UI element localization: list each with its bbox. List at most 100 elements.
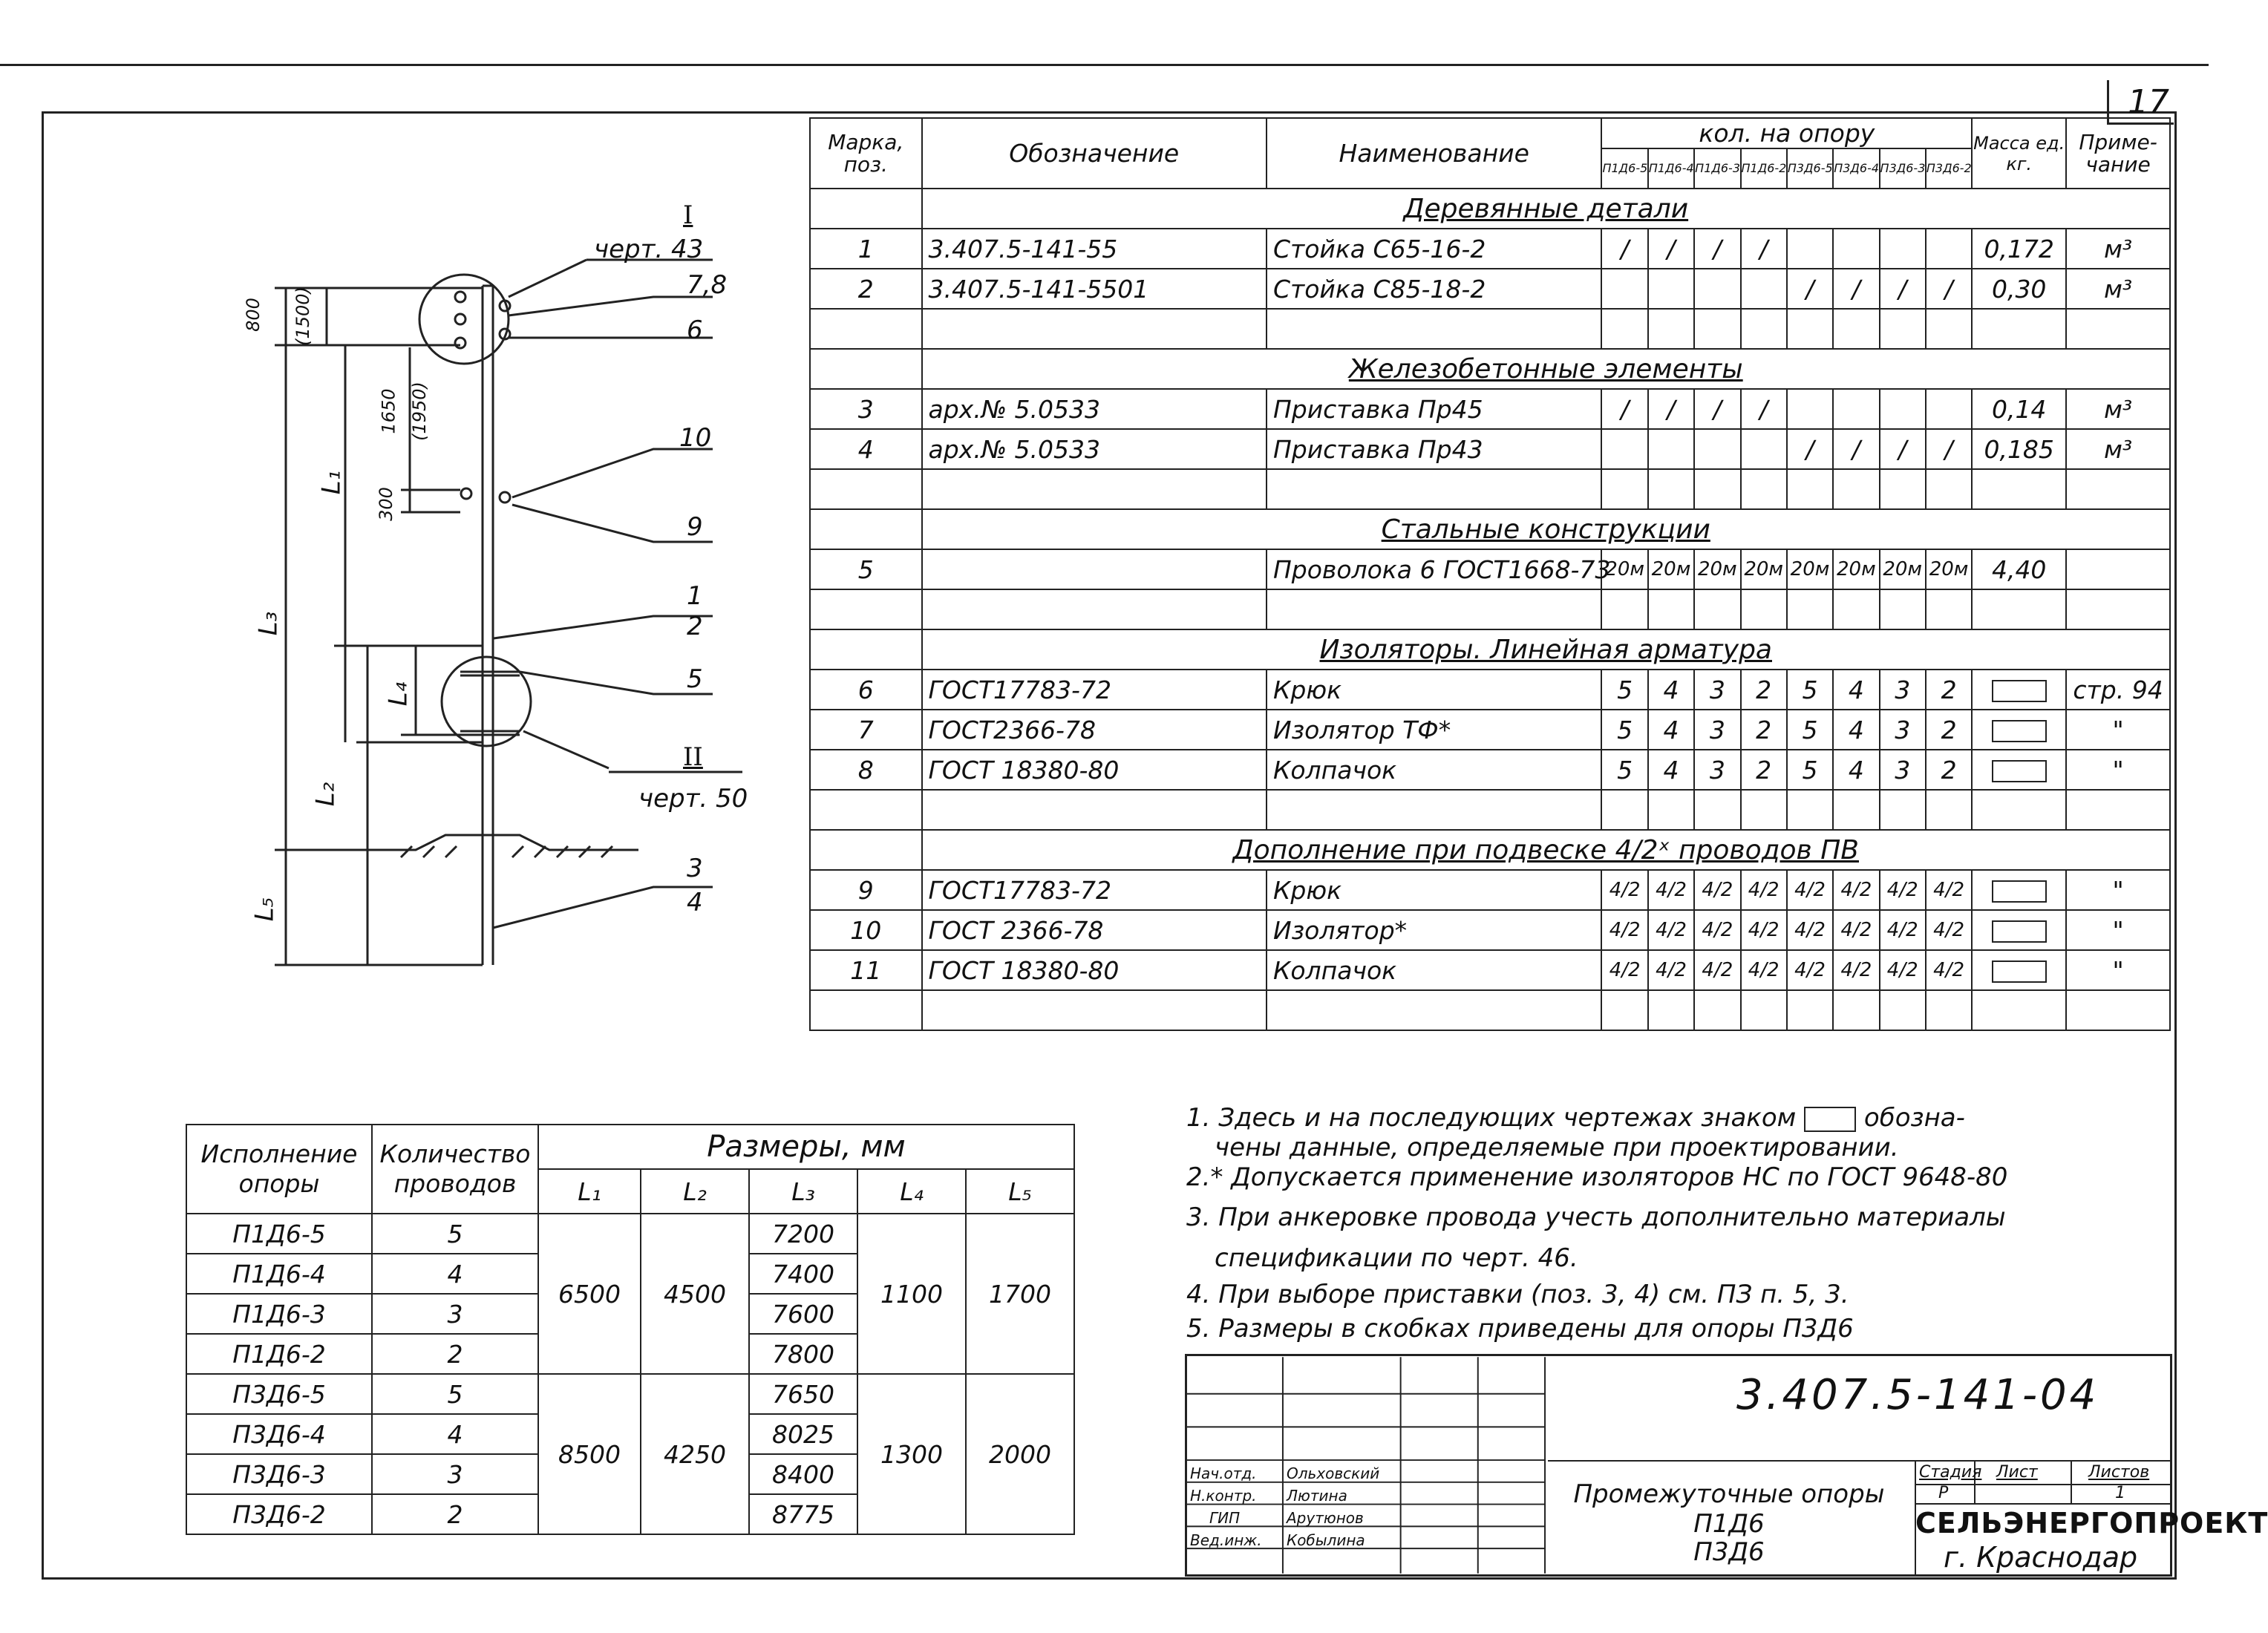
blank-cell: [1878, 789, 1927, 831]
spec-qty: 20м: [1739, 549, 1788, 590]
title-block-rule: [1548, 1460, 2170, 1462]
dims-count: 5: [371, 1213, 539, 1254]
sheet-label: Лист: [1996, 1463, 2038, 1482]
spec-qty: [1601, 268, 1649, 310]
blank-cell: [1739, 589, 1788, 630]
dims-l5: 2000: [965, 1373, 1075, 1535]
spec-qty: /: [1601, 228, 1649, 269]
spacer-row: [809, 589, 2171, 630]
spacer-row: [809, 989, 2171, 1031]
specification-table: Марка, поз. Обозначение Наименование кол…: [809, 117, 2171, 1031]
spec-qty: [1878, 228, 1927, 269]
section-pos-cell: [809, 829, 923, 871]
spec-qty: /: [1647, 228, 1696, 269]
spec-qty: 4/2: [1785, 909, 1834, 951]
blank-cell: [1601, 308, 1649, 350]
blank-cell: [1739, 468, 1788, 510]
spec-qty: 4: [1832, 669, 1880, 710]
blank-cell: [1785, 789, 1834, 831]
dim-L1: L₁: [316, 470, 347, 495]
spec-mass: 0,14: [1971, 388, 2068, 430]
blank-cell: [921, 468, 1267, 510]
dim-800: 800: [242, 298, 264, 332]
spec-qty: 3: [1693, 669, 1742, 710]
blank-cell: [1971, 589, 2068, 630]
dim-1500: (1500): [292, 287, 313, 346]
blank-cell: [2065, 308, 2171, 350]
spec-qty: 4/2: [1601, 909, 1649, 951]
spec-qty: 20м: [1785, 549, 1834, 590]
dims-header-sizes: Размеры, мм: [537, 1124, 1075, 1170]
blank-cell: [1647, 589, 1696, 630]
spec-qty: 5: [1601, 749, 1649, 791]
blank-cell: [2065, 789, 2171, 831]
spec-qty: 20м: [1878, 549, 1927, 590]
spec-qty: 4/2: [1601, 869, 1649, 911]
header-support-7: П3Д6-2: [1924, 148, 1973, 189]
spec-qty: [1601, 428, 1649, 470]
note-1-cont: чены данные, определяемые при проектиров…: [1215, 1133, 1899, 1162]
dim-L3: L₃: [253, 611, 284, 636]
dims-l3: 7200: [748, 1213, 858, 1254]
stage-col-rule-2: [2071, 1460, 2072, 1505]
section-pos-cell: [809, 188, 923, 229]
role-1: Н.контр.: [1190, 1487, 1257, 1505]
spec-qty: 4/2: [1739, 909, 1788, 951]
spec-qty: /: [1739, 228, 1788, 269]
spec-qty: [1785, 228, 1834, 269]
spec-qty: 5: [1601, 669, 1649, 710]
blank-cell: [1785, 589, 1834, 630]
spec-qty: /: [1832, 428, 1880, 470]
role-2: ГИП: [1209, 1509, 1241, 1527]
dims-variant: П3Д6-2: [186, 1493, 373, 1535]
note-2: 2.* Допускается применение изоляторов НС…: [1186, 1162, 2008, 1192]
callout-I: I: [683, 200, 693, 230]
dims-variant: П3Д6-5: [186, 1373, 373, 1415]
blank-cell: [1693, 468, 1742, 510]
spec-qty: 4/2: [1924, 869, 1973, 911]
blank-cell: [1601, 589, 1649, 630]
blank-cell: [1971, 308, 2068, 350]
spec-note: [2065, 549, 2171, 590]
role-name-3: Кобылина: [1287, 1531, 1365, 1549]
header-support-5: П3Д6-4: [1832, 148, 1880, 189]
dims-l3: 7600: [748, 1293, 858, 1335]
spec-qty: 20м: [1601, 549, 1649, 590]
spec-mass: [1971, 949, 2068, 991]
blank-cell: [1265, 308, 1603, 350]
blank-cell: [809, 989, 923, 1031]
spec-designation: 3.407.5-141-5501: [921, 268, 1267, 310]
spec-qty: /: [1785, 268, 1834, 310]
placeholder-box-icon: [1991, 760, 2047, 782]
header-mark: Марка, поз.: [809, 117, 923, 189]
dims-l5: 1700: [965, 1213, 1075, 1375]
spec-qty: 4/2: [1739, 869, 1788, 911]
blank-cell: [1832, 789, 1880, 831]
spec-note: ": [2065, 909, 2171, 951]
spec-note: м³: [2065, 388, 2171, 430]
dims-l3: 7800: [748, 1333, 858, 1375]
spec-qty: 5: [1601, 709, 1649, 750]
stage-value: Р: [1938, 1484, 1949, 1502]
blank-cell: [1601, 989, 1649, 1031]
spec-pos: 11: [809, 949, 923, 991]
note-3-cont: спецификации по черт. 46.: [1215, 1243, 1578, 1273]
spec-qty: 2: [1739, 709, 1788, 750]
spec-designation: 3.407.5-141-55: [921, 228, 1267, 269]
blank-cell: [1265, 589, 1603, 630]
spec-name: Колпачок: [1265, 749, 1603, 791]
spec-mass: 0,30: [1971, 268, 2068, 310]
spec-qty: [1924, 228, 1973, 269]
blank-cell: [1832, 989, 1880, 1031]
spec-name: Колпачок: [1265, 949, 1603, 991]
pos-label-3: 3: [687, 854, 703, 883]
spec-qty: /: [1647, 388, 1696, 430]
spec-qty: 3: [1693, 709, 1742, 750]
spec-pos: 8: [809, 749, 923, 791]
spec-qty: 4: [1647, 749, 1696, 791]
